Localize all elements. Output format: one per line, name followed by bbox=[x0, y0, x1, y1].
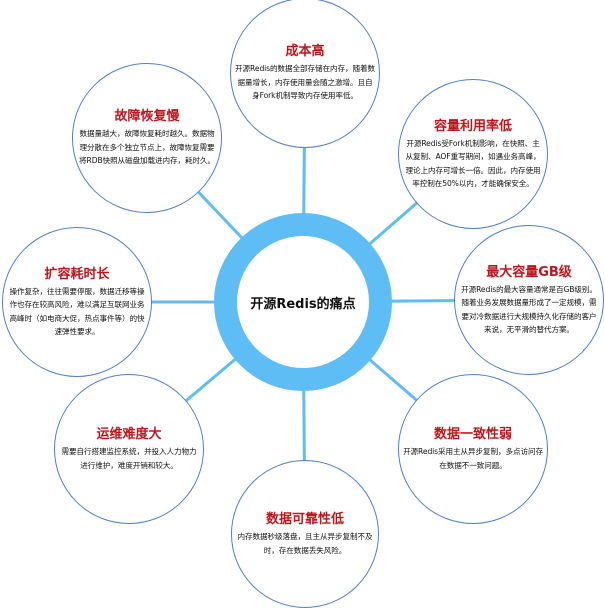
bubble-title: 故障恢复慢 bbox=[114, 109, 180, 125]
bubble-description: 需要自行搭建监控系统，并投入人力物力进行维护，难度开销和较大。 bbox=[61, 447, 197, 470]
bubble-low-capacity-utilization: 容量利用率低 开源Redis受Fork机制影响，在快照、主从复制、AOF重写期间… bbox=[398, 79, 548, 229]
bubble-description: 内存数据秒级落盘，且主从异步复制不及时，存在数据丢失风险。 bbox=[237, 532, 373, 555]
bubble-title: 扩容耗时长 bbox=[44, 266, 110, 282]
bubble-slow-scaling: 扩容耗时长 操作复杂，往往需要停服，数据迁移等操作也存在较高风险，难以满足互联网… bbox=[2, 227, 152, 377]
bubble-slow-recovery: 故障恢复慢 数据量越大，故障恢复耗时越久。数据物理分散在多个独立节点上，故障恢复… bbox=[72, 63, 222, 213]
bubble-description: 数据量越大，故障恢复耗时越久。数据物理分散在多个独立节点上，故障恢复需要将RDB… bbox=[79, 129, 215, 166]
bubble-title: 运维难度大 bbox=[96, 427, 162, 442]
bubble-title: 成本高 bbox=[285, 44, 325, 60]
bubble-description: 操作复杂，往往需要停服，数据迁移等操作也存在较高风险，难以满足互联网业务高峰时（… bbox=[9, 286, 145, 337]
bubble-title: 容量利用率低 bbox=[433, 118, 512, 134]
bubble-description: 开源Redis采用主从异步复制，多点访问存在数据不一致问题。 bbox=[403, 447, 543, 470]
bubble-low-reliability: 数据可靠性低 内存数据秒级落盘，且主从异步复制不及时，存在数据丢失风险。 bbox=[231, 460, 379, 608]
bubble-title: 数据一致性弱 bbox=[433, 427, 512, 442]
bubble-max-capacity-gb: 最大容量GB级 开源Redis的最大容量通常是百GB级别。随着业务发展数据量形成… bbox=[454, 225, 604, 375]
bubble-hard-operations: 运维难度大 需要自行搭建监控系统，并投入人力物力进行维护，难度开销和较大。 bbox=[54, 374, 204, 524]
hub-title: 开源Redis的痛点 bbox=[250, 296, 356, 312]
bubble-weak-consistency: 数据一致性弱 开源Redis采用主从异步复制，多点访问存在数据不一致问题。 bbox=[398, 374, 548, 524]
central-hub-ring: 开源Redis的痛点 bbox=[214, 213, 392, 391]
bubble-title: 数据可靠性低 bbox=[265, 512, 344, 527]
bubble-description: 开源Redis的数据全部存储在内存，随着数据量增长，内存使用量会随之激增。且自身… bbox=[235, 64, 375, 101]
bubble-title: 最大容量GB级 bbox=[486, 264, 572, 280]
bubble-description: 开源Redis受Fork机制影响，在快照、主从复制、AOF重写期间，如遇业务高峰… bbox=[405, 138, 541, 189]
bubble-high-cost: 成本高 开源Redis的数据全部存储在内存，随着数据量增长，内存使用量会随之激增… bbox=[230, 0, 380, 148]
bubble-description: 开源Redis的最大容量通常是百GB级别。随着业务发展数据量形成了一定规模，需要… bbox=[461, 284, 597, 335]
